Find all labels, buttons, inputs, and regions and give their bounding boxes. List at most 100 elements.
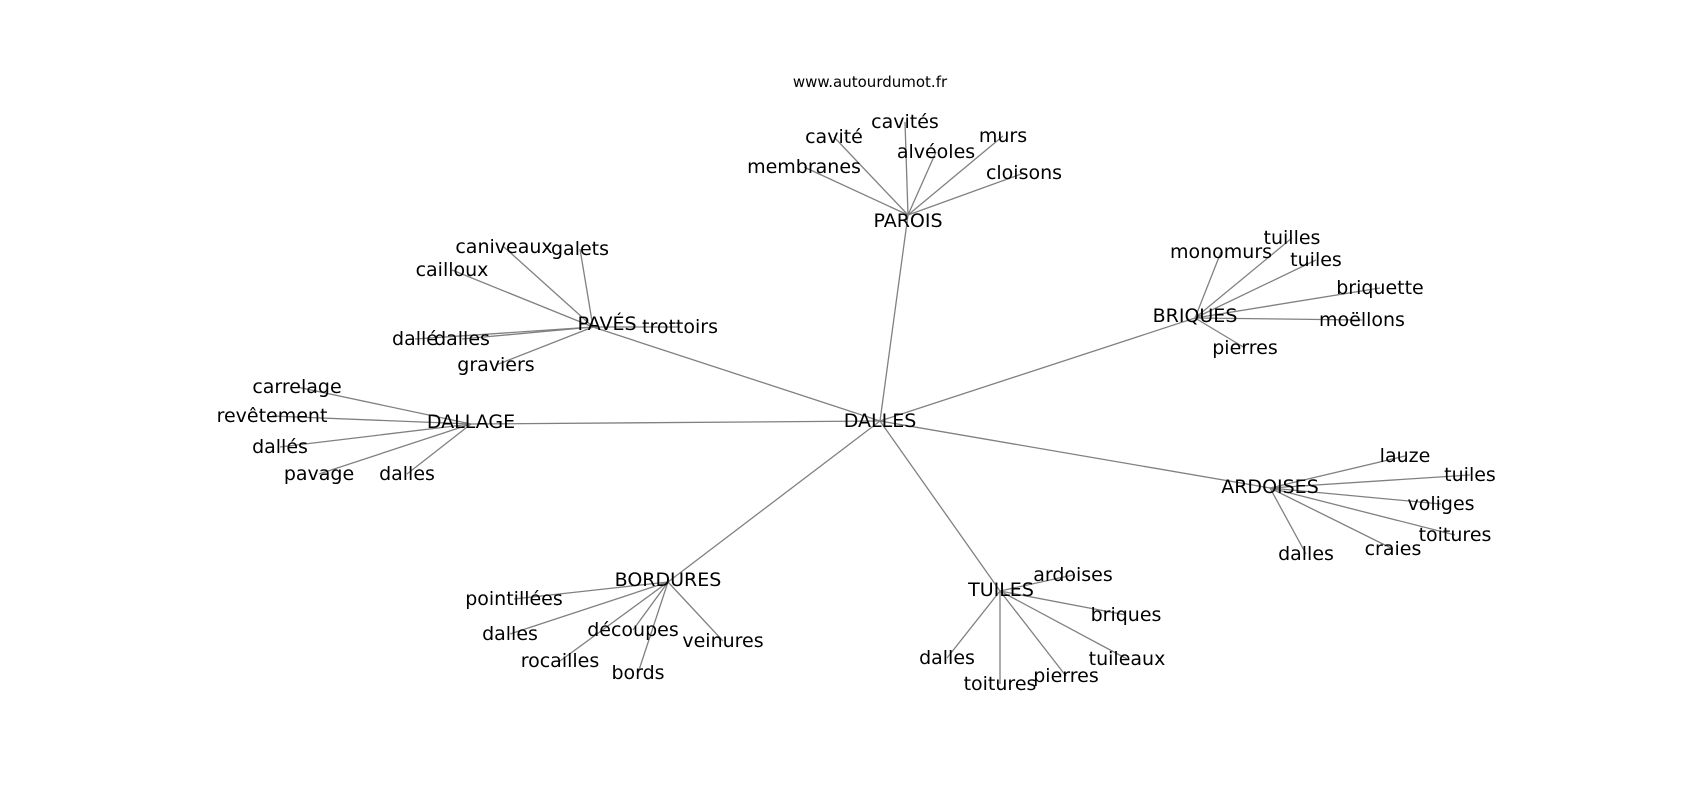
edge-paves-6 [495, 326, 594, 366]
word-node-ardoises-2[interactable]: voliges [1407, 493, 1474, 515]
edge-ardoises-3 [1269, 487, 1456, 536]
edge-center-tuiles [879, 420, 1001, 592]
edge-bordures-1 [509, 581, 669, 635]
edge-center-parois [879, 214, 909, 422]
edge-parois-0 [904, 121, 909, 216]
word-node-parois-3[interactable]: alvéoles [897, 141, 975, 163]
word-node-dallage-2[interactable]: dallés [252, 436, 308, 458]
edge-bordures-5 [637, 581, 669, 674]
center-node[interactable]: DALLES [844, 410, 917, 432]
edge-dallage-3 [318, 423, 472, 475]
word-node-dallage-4[interactable]: dalles [379, 463, 435, 485]
word-node-tuiles-0[interactable]: ardoises [1033, 564, 1113, 586]
hub-node-bordures[interactable]: BORDURES [615, 569, 722, 591]
hub-node-ardoises[interactable]: ARDOISES [1221, 476, 1319, 498]
word-node-briques-2[interactable]: tuiles [1290, 249, 1342, 271]
word-node-paves-6[interactable]: graviers [457, 354, 534, 376]
edge-dallage-0 [296, 386, 472, 425]
word-node-ardoises-4[interactable]: craies [1365, 538, 1422, 560]
edge-center-bordures [667, 420, 881, 583]
edge-dallage-2 [279, 423, 472, 448]
edge-briques-2 [1194, 259, 1317, 319]
word-node-ardoises-0[interactable]: lauze [1380, 445, 1431, 467]
edge-parois-5 [907, 172, 1025, 216]
word-node-parois-0[interactable]: cavités [871, 111, 939, 133]
word-node-parois-4[interactable]: membranes [747, 156, 861, 178]
edge-briques-5 [1194, 317, 1246, 349]
edge-tuiles-0 [999, 574, 1074, 592]
edge-paves-0 [503, 246, 594, 328]
hub-node-tuiles[interactable]: TUILES [967, 579, 1034, 601]
edge-parois-3 [907, 151, 937, 216]
edge-briques-0 [1194, 237, 1293, 319]
edge-bordures-2 [632, 581, 669, 631]
word-node-paves-2[interactable]: cailloux [416, 259, 489, 281]
edge-parois-1 [833, 136, 909, 216]
word-node-dallage-0[interactable]: carrelage [252, 376, 341, 398]
edge-ardoises-2 [1269, 487, 1442, 505]
edge-paves-3 [414, 326, 594, 340]
edge-center-briques [879, 317, 1196, 422]
edge-paves-1 [579, 248, 594, 328]
edge-center-dallage [470, 420, 881, 425]
word-node-briques-1[interactable]: monomurs [1170, 241, 1272, 263]
word-node-tuiles-4[interactable]: toitures [964, 673, 1037, 695]
hub-node-parois[interactable]: PAROIS [873, 210, 942, 232]
word-node-bordures-0[interactable]: pointillées [465, 588, 563, 610]
edge-bordures-3 [667, 581, 724, 642]
word-node-paves-0[interactable]: caniveaux [455, 236, 552, 258]
word-node-briques-3[interactable]: briquette [1336, 277, 1424, 299]
edge-center-paves [592, 326, 881, 422]
edge-bordures-0 [513, 581, 669, 600]
word-node-briques-5[interactable]: pierres [1212, 337, 1278, 359]
word-node-briques-0[interactable]: tuilles [1264, 227, 1321, 249]
edge-tuiles-3 [946, 590, 1001, 659]
word-node-bordures-4[interactable]: rocailles [521, 650, 600, 672]
edge-tuiles-5 [999, 590, 1067, 677]
hub-node-dallage[interactable]: DALLAGE [427, 411, 515, 433]
edge-parois-2 [907, 135, 1004, 216]
word-node-dallage-3[interactable]: pavage [284, 463, 354, 485]
word-node-bordures-2[interactable]: découpes [587, 619, 679, 641]
graph-edges [271, 121, 1471, 684]
word-node-bordures-1[interactable]: dalles [482, 623, 538, 645]
word-node-paves-1[interactable]: galets [551, 238, 609, 260]
word-node-bordures-3[interactable]: veinures [682, 630, 763, 652]
word-node-paves-5[interactable]: trottoirs [642, 316, 718, 338]
edge-ardoises-0 [1269, 455, 1406, 489]
word-node-ardoises-5[interactable]: dalles [1278, 543, 1334, 565]
edge-tuiles-1 [999, 590, 1127, 616]
word-node-parois-5[interactable]: cloisons [986, 162, 1062, 184]
word-node-ardoises-3[interactable]: toitures [1419, 524, 1492, 546]
word-node-paves-3[interactable]: dallé [392, 328, 438, 350]
edge-paves-2 [451, 269, 594, 328]
edge-briques-3 [1194, 287, 1381, 319]
edge-parois-4 [803, 166, 909, 216]
word-node-briques-4[interactable]: moëllons [1319, 309, 1405, 331]
word-node-paves-4[interactable]: dalles [434, 328, 490, 350]
edge-dallage-1 [271, 415, 472, 425]
edge-tuiles-2 [999, 590, 1128, 660]
hub-node-briques[interactable]: BRIQUES [1153, 305, 1238, 327]
word-node-parois-1[interactable]: cavité [805, 126, 863, 148]
edge-center-ardoises [879, 420, 1271, 489]
word-node-tuiles-5[interactable]: pierres [1033, 665, 1099, 687]
edge-briques-4 [1194, 317, 1363, 321]
edge-paves-4 [461, 326, 594, 340]
edge-briques-1 [1194, 251, 1222, 319]
edge-dallage-4 [406, 423, 472, 475]
word-node-tuiles-1[interactable]: briques [1091, 604, 1162, 626]
word-node-dallage-1[interactable]: revêtement [217, 405, 328, 427]
edge-ardoises-1 [1269, 474, 1471, 489]
source-label: www.autourdumot.fr [793, 73, 948, 91]
word-node-tuiles-2[interactable]: tuileaux [1089, 648, 1166, 670]
edge-ardoises-5 [1269, 487, 1307, 555]
edge-ardoises-4 [1269, 487, 1394, 550]
word-node-parois-2[interactable]: murs [979, 125, 1027, 147]
hub-node-paves[interactable]: PAVÉS [577, 312, 636, 335]
word-node-bordures-5[interactable]: bords [611, 662, 664, 684]
word-node-ardoises-1[interactable]: tuiles [1444, 464, 1496, 486]
word-node-tuiles-3[interactable]: dalles [919, 647, 975, 669]
